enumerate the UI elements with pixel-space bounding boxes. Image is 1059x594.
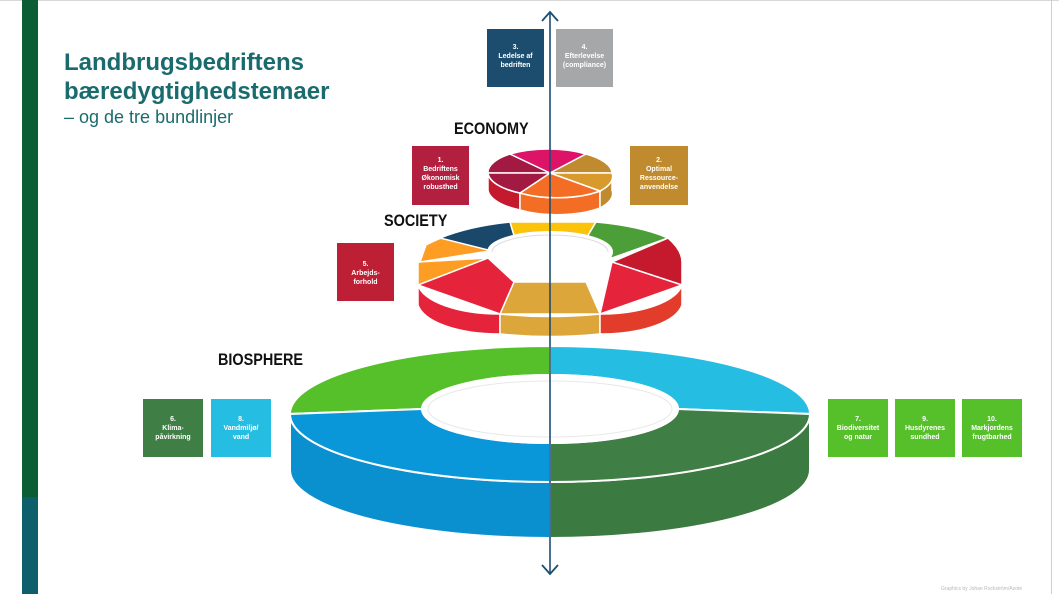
level-label-biosphere: BIOSPHERE	[218, 351, 303, 369]
vertical-double-arrow-icon	[541, 10, 559, 576]
theme-9-line-2: sundhed	[910, 434, 939, 441]
accent-bar-teal	[22, 497, 38, 594]
theme-box-8: 8. Vandmiljø/ vand	[211, 399, 271, 457]
theme-8-line-1: Vandmiljø/	[223, 425, 258, 432]
economy-slice-orange	[518, 172, 603, 199]
theme-1-number: 1.	[438, 157, 444, 164]
theme-8-line-2: vand	[233, 434, 249, 441]
theme-3-line-2: bedriften	[501, 62, 531, 69]
theme-10-number: 10.	[987, 416, 997, 423]
theme-2-line-2: Ressource-	[640, 175, 679, 182]
theme-9-line-1: Husdyrenes	[905, 425, 945, 432]
society-top-red-left	[415, 257, 515, 315]
theme-2-line-1: Optimal	[646, 166, 672, 173]
subtitle: – og de tre bundlinjer	[64, 107, 234, 127]
economy-slice-maroon-2	[487, 172, 553, 194]
theme-7-line-2: og natur	[844, 434, 872, 441]
theme-5-line-2: forhold	[353, 279, 377, 286]
theme-box-1: 1. Bedriftens Økonomisk robusthed	[412, 146, 469, 205]
theme-box-6: 6. Klima- påvirkning	[143, 399, 203, 457]
level-label-economy: ECONOMY	[454, 120, 529, 138]
theme-7-line-1: Biodiversitet	[837, 425, 880, 432]
theme-6-line-1: Klima-	[162, 425, 184, 432]
theme-box-2: 2. Optimal Ressource- anvendelse	[630, 146, 688, 205]
theme-5-line-1: Arbejds-	[351, 270, 380, 277]
theme-9-number: 9.	[922, 416, 928, 423]
theme-6-number: 6.	[170, 416, 176, 423]
economy-layer	[487, 148, 614, 216]
theme-4-number: 4.	[582, 44, 588, 51]
society-top-crimson	[609, 237, 683, 287]
theme-1-line-3: robusthed	[423, 184, 457, 191]
accent-bar-green	[22, 0, 38, 497]
title-block: Landbrugsbedriftens bæredygtighedstemaer…	[64, 48, 329, 128]
theme-10-line-2: frugtbarhed	[972, 434, 1011, 441]
right-border	[1051, 0, 1052, 594]
theme-4-line-1: Efterlevelse	[565, 53, 604, 60]
theme-5-number: 5.	[363, 261, 369, 268]
theme-2-line-3: anvendelse	[640, 184, 678, 191]
theme-1-line-2: Økonomisk	[421, 175, 459, 182]
theme-7-number: 7.	[855, 416, 861, 423]
economy-slice-magenta	[507, 148, 588, 174]
theme-box-10: 10. Markjordens frugtbarhed	[962, 399, 1022, 457]
graphics-credit: Graphics by Johan Rockström/Azote	[941, 586, 1023, 592]
theme-4-line-2: (compliance)	[563, 62, 606, 69]
theme-box-4: 4. Efterlevelse (compliance)	[556, 29, 613, 87]
society-side-red-2	[599, 284, 683, 335]
title-line-1: Landbrugsbedriftens	[64, 49, 305, 76]
theme-8-number: 8.	[238, 416, 244, 423]
theme-box-7: 7. Biodiversitet og natur	[828, 399, 888, 457]
theme-box-9: 9. Husdyrenes sundhed	[895, 399, 955, 457]
society-top-red	[598, 261, 685, 316]
theme-box-5: 5. Arbejds- forhold	[337, 243, 394, 301]
biosphere-layer	[288, 344, 812, 540]
top-border	[0, 0, 1059, 1]
level-label-society: SOCIETY	[384, 212, 448, 230]
theme-box-3: 3. Ledelse af bedriften	[487, 29, 544, 87]
theme-10-line-1: Markjordens	[971, 425, 1013, 432]
theme-6-line-2: påvirkning	[155, 433, 190, 441]
title-line-2: bæredygtighedstemaer	[64, 78, 330, 105]
theme-3-number: 3.	[513, 44, 519, 51]
theme-3-line-1: Ledelse af	[498, 53, 533, 60]
theme-2-number: 2.	[656, 157, 662, 164]
theme-1-line-1: Bedriftens	[423, 166, 458, 173]
